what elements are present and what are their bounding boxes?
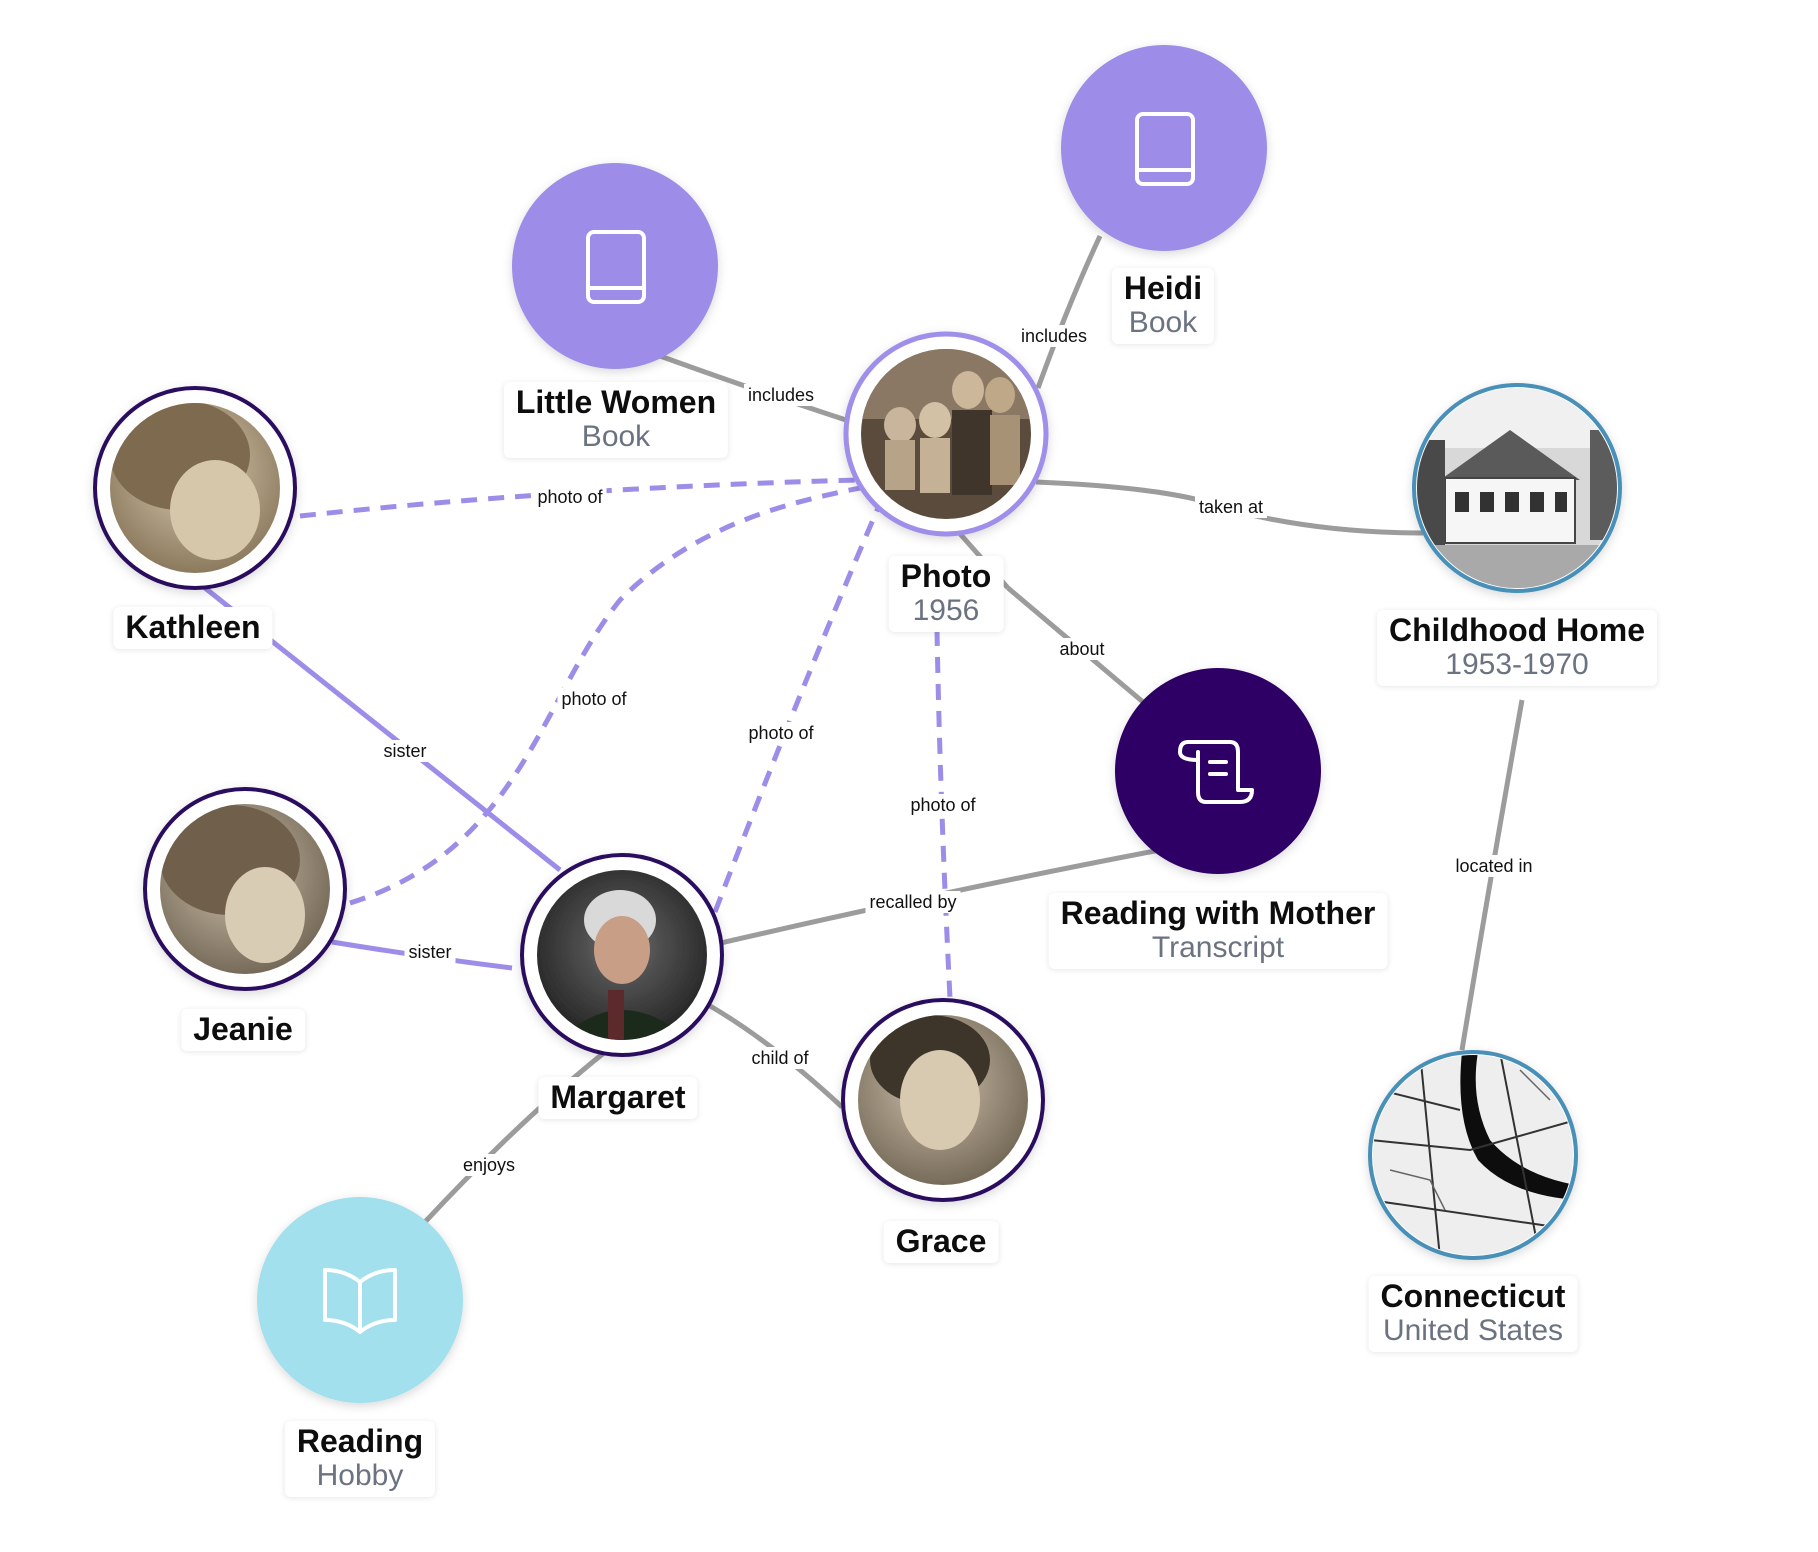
- edge-label-includes: includes: [743, 384, 819, 406]
- node-childhood-home[interactable]: [1412, 383, 1630, 593]
- portrait: [858, 1015, 1028, 1185]
- node-reading[interactable]: [257, 1197, 463, 1403]
- node-subtitle: 1956: [912, 594, 980, 627]
- node-title: Heidi: [1123, 270, 1203, 306]
- node-label-grace[interactable]: Grace: [883, 1221, 999, 1263]
- edge-photo-of-margaret: [712, 507, 881, 913]
- node-label-little-women[interactable]: Little Women Book: [503, 382, 729, 458]
- map-thumbnail: [1373, 1055, 1573, 1255]
- edge-label-photo-of: photo of: [557, 688, 631, 710]
- edge-label-sister: sister: [404, 941, 456, 963]
- edge-enjoys: [423, 1050, 607, 1224]
- edge-label-child-of: child of: [747, 1047, 813, 1069]
- node-label-childhood-home[interactable]: Childhood Home 1953-1970: [1377, 610, 1657, 686]
- edge-located-in: [1459, 699, 1525, 1051]
- node-label-jeanie[interactable]: Jeanie: [181, 1009, 305, 1051]
- node-little-women[interactable]: [512, 163, 718, 369]
- edge-includes-heidi: [1035, 234, 1103, 389]
- node-title: Photo: [900, 558, 992, 594]
- node-subtitle: Transcript: [1151, 931, 1285, 964]
- node-grace[interactable]: [841, 998, 1045, 1202]
- portrait: [537, 870, 707, 1040]
- family-photo: [861, 349, 1031, 519]
- node-title: Reading: [296, 1423, 424, 1459]
- node-label-reading[interactable]: Reading Hobby: [284, 1421, 436, 1497]
- node-title: Reading with Mother: [1060, 895, 1376, 931]
- node-subtitle: Hobby: [316, 1459, 404, 1492]
- node-label-reading-with-mother[interactable]: Reading with Mother Transcript: [1048, 893, 1388, 969]
- edge-label-recalled-by: recalled by: [865, 891, 961, 913]
- open-book-icon: [323, 1268, 397, 1334]
- node-title: Jeanie: [193, 1011, 293, 1047]
- book-icon: [1135, 112, 1195, 186]
- node-label-heidi[interactable]: Heidi Book: [1111, 268, 1215, 344]
- node-subtitle: 1953-1970: [1445, 648, 1589, 681]
- portrait: [110, 403, 280, 573]
- node-subtitle: Book: [1128, 306, 1198, 339]
- node-title: Childhood Home: [1389, 612, 1645, 648]
- node-kathleen[interactable]: [93, 386, 297, 590]
- node-label-connecticut[interactable]: Connecticut United States: [1368, 1276, 1578, 1352]
- node-label-photo[interactable]: Photo 1956: [888, 556, 1004, 632]
- node-title: Margaret: [550, 1079, 686, 1115]
- book-icon: [586, 230, 646, 304]
- node-margaret[interactable]: [520, 853, 724, 1057]
- edge-label-taken-at: taken at: [1194, 496, 1268, 518]
- house-photo: [1417, 388, 1617, 588]
- edge-label-photo-of: photo of: [744, 722, 818, 744]
- edge-label-photo-of: photo of: [533, 486, 607, 508]
- edge-label-located-in: located in: [1451, 855, 1537, 877]
- node-subtitle: United States: [1382, 1314, 1564, 1347]
- node-label-kathleen[interactable]: Kathleen: [113, 607, 273, 649]
- scroll-icon: [1178, 739, 1254, 804]
- edge-label-sister: sister: [379, 740, 431, 762]
- edge-photo-of-jeanie: [349, 483, 871, 906]
- node-title: Kathleen: [125, 609, 261, 645]
- portrait: [160, 804, 330, 974]
- node-subtitle: Book: [581, 420, 651, 453]
- node-title: Little Women: [515, 384, 717, 420]
- edge-label-photo-of: photo of: [906, 794, 980, 816]
- node-label-margaret[interactable]: Margaret: [538, 1077, 698, 1119]
- node-title: Connecticut: [1380, 1278, 1566, 1314]
- node-photo[interactable]: [843, 331, 1049, 537]
- edge-label-about: about: [1055, 638, 1109, 660]
- node-reading-with-mother[interactable]: [1115, 668, 1321, 874]
- node-heidi[interactable]: [1061, 45, 1267, 251]
- node-title: Grace: [895, 1223, 987, 1259]
- node-jeanie[interactable]: [143, 787, 347, 991]
- edge-label-includes: includes: [1016, 325, 1092, 347]
- edge-label-enjoys: enjoys: [458, 1154, 520, 1176]
- node-connecticut[interactable]: [1368, 1050, 1578, 1260]
